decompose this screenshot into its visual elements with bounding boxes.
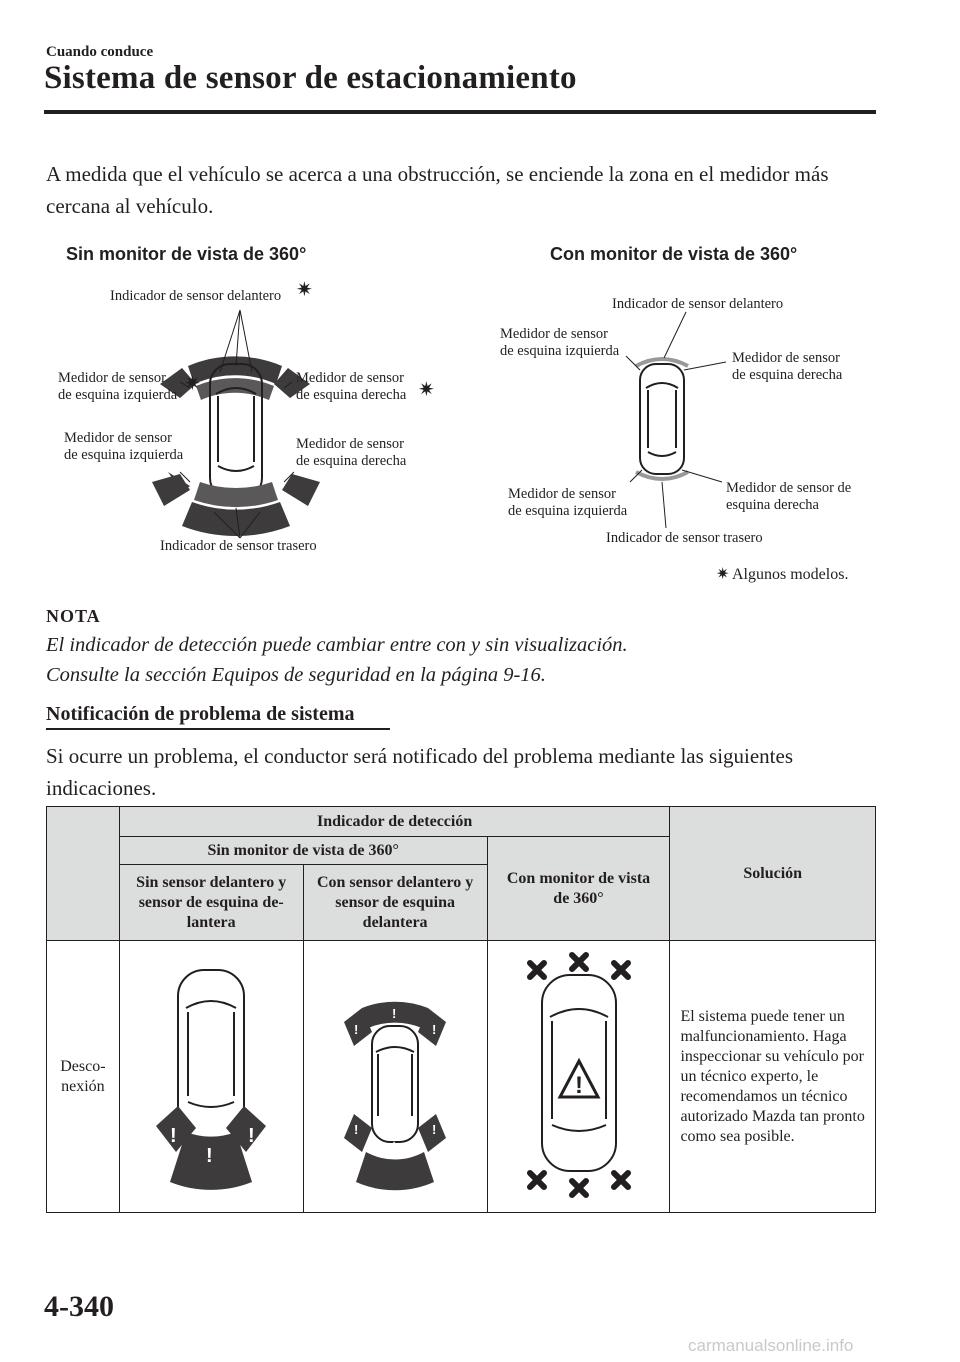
svg-text:!: ! [392, 1132, 396, 1147]
indicator-table: Indicador de detección Solución Sin moni… [46, 806, 876, 1213]
svg-text:!: ! [354, 1022, 358, 1037]
note-line-2: Consulte la sección Equipos de seguridad… [46, 664, 546, 686]
svg-text:!: ! [432, 1022, 436, 1037]
subsection-text: Si ocurre un problema, el conductor será… [46, 744, 794, 800]
left-fl-label-2: de esquina izquierda [58, 387, 178, 403]
right-rear-indicator-label: Indicador de sensor trasero [606, 530, 763, 546]
right-fr-label-1: Medidor de sensor [732, 350, 840, 366]
left-rr-label-1: Medidor de sensor [296, 436, 404, 452]
left-front-indicator-label: Indicador de sensor delantero [110, 288, 282, 304]
icon-cell-with-360: ! [486, 940, 671, 1213]
svg-text:!: ! [432, 1122, 436, 1137]
diagram-right-figure [625, 311, 727, 529]
header-without-360: Sin monitor de vista de 360° [118, 836, 488, 865]
left-rr-label-2: de esquina derecha [296, 453, 407, 469]
disconnection-rear-warning-icon: !!! [156, 968, 267, 1190]
right-rl-label-2: de esquina izquierda [508, 503, 628, 519]
right-rl-label-1: Medidor de sensor [508, 486, 616, 502]
page-number: 4-340 [44, 1290, 114, 1323]
header-with-360: Con monitor de vista de 360° [486, 836, 671, 941]
left-rl-label-2: de esquina izquierda [64, 447, 184, 463]
right-rr-label-2: esquina derecha [726, 497, 819, 513]
svg-text:!: ! [575, 1072, 583, 1099]
diagram-right-heading: Con monitor de vista de 360° [550, 244, 798, 264]
subsection-title: Notificación de problema de sistema [46, 703, 355, 725]
left-fr-label-2: de esquina derecha [296, 387, 407, 403]
table-corner-cell [46, 806, 120, 941]
row-label-disconnection: Desco-nexión [46, 940, 120, 1213]
svg-text:!: ! [354, 1122, 358, 1137]
svg-text:!: ! [170, 1125, 177, 1147]
right-front-indicator-label: Indicador de sensor delantero [612, 296, 784, 312]
disconnection-front-rear-warning-icon: !!! !!! [344, 1001, 447, 1190]
asterisk-mark: ✷ [418, 379, 435, 401]
asterisk-mark: ✷ [716, 566, 730, 583]
left-fl-label-1: Medidor de sensor [58, 370, 166, 386]
right-rr-label-1: Medidor de sensor de [726, 480, 852, 496]
title-rule [44, 110, 876, 114]
intro-paragraph: A medida que el vehículo se acerca a una… [46, 162, 829, 218]
left-rear-indicator-label: Indicador de sensor trasero [160, 538, 317, 554]
asterisk-mark: ✷ [296, 279, 313, 301]
diagram-left-heading: Sin monitor de vista de 360° [66, 244, 307, 264]
right-fl-label-2: de esquina izquierda [500, 343, 620, 359]
footnote: Algunos modelos. [732, 566, 849, 583]
note-heading: NOTA [46, 606, 101, 626]
section-label: Cuando conduce [46, 44, 154, 60]
asterisk-mark: ✷ [184, 373, 201, 395]
diagram-left-figure [152, 309, 320, 539]
footer-watermark: carmanualsonline.info [688, 1336, 854, 1355]
header-solution: Solución [669, 806, 876, 941]
left-rl-label-1: Medidor de sensor [64, 430, 172, 446]
right-fr-label-2: de esquina derecha [732, 367, 843, 383]
icon-cell-front: !!! !!! [302, 940, 488, 1213]
subsection-underline [46, 728, 390, 730]
svg-text:!: ! [206, 1145, 213, 1167]
page-title: Sistema de sensor de estacionamiento [44, 60, 577, 96]
left-fr-label-1: Medidor de sensor [296, 370, 404, 386]
header-no-front-sensor: Sin sensor delantero y sensor de esquina… [118, 864, 304, 941]
svg-text:!: ! [392, 1006, 396, 1021]
header-front-sensor: Con sensor delantero y sensor de esquina… [302, 864, 488, 941]
note-text: El indicador de detección puede cambiar … [46, 630, 628, 690]
icon-cell-no-front: !!! [118, 940, 304, 1213]
disconnection-360-warning-icon: ! [526, 951, 631, 1198]
note-line-1: El indicador de detección puede cambiar … [46, 634, 628, 656]
svg-text:!: ! [248, 1125, 255, 1147]
row-solution-text: El sistema puede tener un malfuncionamie… [669, 940, 876, 1213]
right-fl-label-1: Medidor de sensor [500, 326, 608, 342]
header-detection: Indicador de detección [118, 806, 671, 837]
